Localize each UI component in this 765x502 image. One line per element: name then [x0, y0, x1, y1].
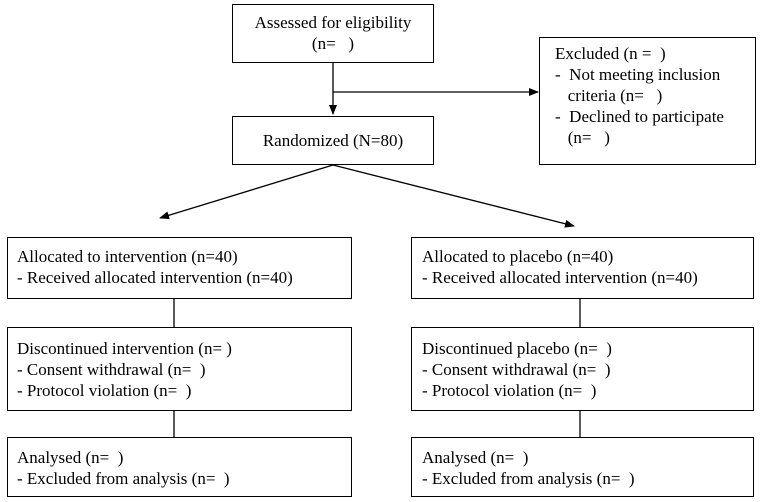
randomized-to-right-arrow: [332, 164, 575, 228]
excluded-item-1-count: criteria (n= ): [555, 86, 663, 105]
left-discontinued-title: Discontinued intervention (n= ): [17, 339, 232, 358]
randomized-label: Randomized (N=80): [262, 131, 404, 150]
right-allocated-box: Allocated to placebo (n=40) - Received a…: [411, 237, 754, 299]
left-analysed-title: Analysed (n= ): [17, 448, 124, 467]
randomized-box: Randomized (N=80): [232, 116, 434, 165]
right-discontinued-item-1: - Consent withdrawal (n= ): [422, 360, 611, 379]
left-discontinued-item-2: - Protocol violation (n= ): [17, 381, 192, 400]
right-allocated-item: - Received allocated intervention (n=40): [422, 268, 698, 287]
assessed-label: Assessed for eligibility: [254, 13, 412, 32]
excluded-box: Excluded (n = ) - Not meeting inclusion …: [539, 37, 756, 165]
right-analysed-title: Analysed (n= ): [422, 448, 529, 467]
excluded-item-2-count: (n= ): [555, 128, 610, 147]
assessed-count: (n= ): [311, 34, 355, 53]
left-allocated-item: - Received allocated intervention (n=40): [17, 268, 293, 287]
right-analysed-item: - Excluded from analysis (n= ): [422, 469, 635, 488]
left-discontinued-item-1: - Consent withdrawal (n= ): [17, 360, 206, 379]
excluded-item-2: - Declined to participate: [555, 107, 724, 126]
right-discontinued-title: Discontinued placebo (n= ): [422, 339, 612, 358]
excluded-title: Excluded (n = ): [555, 44, 666, 63]
left-analysed-item: - Excluded from analysis (n= ): [17, 469, 230, 488]
assessed-box: Assessed for eligibility (n= ): [232, 4, 434, 63]
randomized-to-left-arrow: [159, 164, 334, 220]
right-allocated-title: Allocated to placebo (n=40): [422, 247, 614, 266]
left-discontinued-box: Discontinued intervention (n= ) - Consen…: [7, 327, 352, 411]
excluded-item-1: - Not meeting inclusion: [555, 65, 721, 84]
left-allocated-title: Allocated to intervention (n=40): [17, 247, 238, 266]
left-allocated-box: Allocated to intervention (n=40) - Recei…: [7, 237, 352, 299]
right-analysed-box: Analysed (n= ) - Excluded from analysis …: [411, 437, 754, 497]
right-discontinued-item-2: - Protocol violation (n= ): [422, 381, 597, 400]
right-discontinued-box: Discontinued placebo (n= ) - Consent wit…: [411, 327, 754, 411]
left-analysed-box: Analysed (n= ) - Excluded from analysis …: [7, 437, 352, 497]
